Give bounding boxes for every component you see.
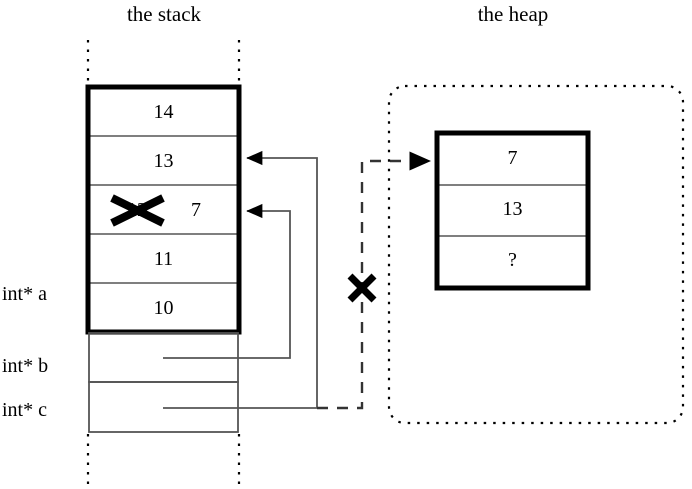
- stack-array-separators: [90, 135, 238, 284]
- stack-title: the stack: [126, 2, 202, 26]
- heap-cell-value-2: ?: [508, 249, 517, 271]
- stack-cell-value-0: 14: [153, 101, 174, 123]
- heap-cell-value-1: 13: [502, 198, 523, 220]
- stack-array-box: [85, 84, 242, 335]
- stack-cell-value-4: 10: [153, 297, 174, 319]
- stale-heap-pointer-arrow: [317, 151, 432, 410]
- heap-block-box: [434, 130, 591, 291]
- heap-title: the heap: [477, 2, 549, 26]
- stack-dotted-guides-top: [86, 40, 241, 87]
- stack-cell-value-1: 13: [153, 150, 174, 172]
- pointer-b-arrow: [163, 203, 291, 359]
- stack-cell-value-3: 11: [153, 248, 174, 270]
- stack-cell-replacement-2: 7: [191, 199, 201, 221]
- stack-cell-value-2: 12: [127, 199, 147, 221]
- pointer-cell-c: [88, 381, 239, 433]
- pointer-label-a: int* a: [2, 283, 47, 305]
- value-cross-out-x-mark: [110, 194, 165, 227]
- heap-cell-value-0: 7: [507, 147, 518, 169]
- pointer-label-b: int* b: [2, 355, 49, 377]
- pointer-label-c: int* c: [2, 399, 47, 421]
- stack-dotted-guides-bottom: [86, 434, 241, 487]
- heap-region-outline: [387, 84, 685, 425]
- heap-block-separators: [439, 184, 586, 237]
- pointer-cross-out-x-mark: [347, 273, 377, 303]
- stack-pointer-cells: [88, 332, 239, 433]
- pointer-c-arrow: [163, 150, 318, 409]
